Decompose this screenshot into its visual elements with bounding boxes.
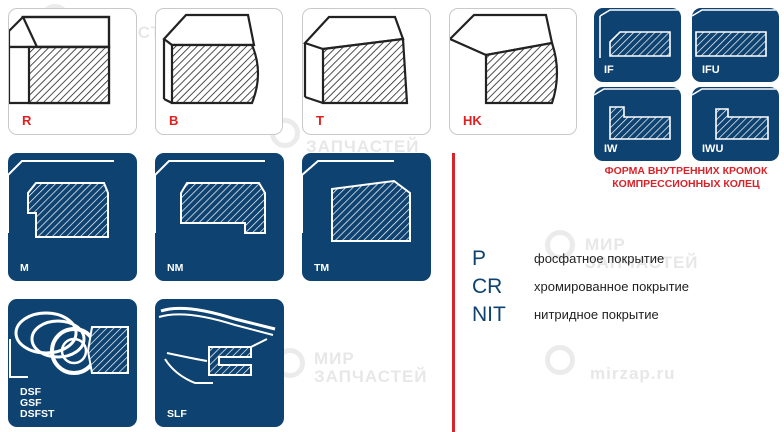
coating-code: CR xyxy=(472,275,503,298)
coating-description: фосфатное покрытие xyxy=(534,251,665,266)
section-divider xyxy=(452,153,455,432)
inner-edge-caption: ФОРМА ВНУТРЕННИХ КРОМОК КОМПРЕССИОННЫХ К… xyxy=(604,165,768,190)
coating-code: NIT xyxy=(472,303,506,326)
watermark-site: mirzap.ru xyxy=(590,364,676,383)
inner-edge-iwu-diagram xyxy=(692,88,778,140)
inner-edge-iw-card: IW xyxy=(594,87,681,161)
inner-edge-if-diagram xyxy=(599,9,680,58)
profile-m-diagram xyxy=(8,160,114,238)
coating-code: P xyxy=(472,247,487,270)
coating-description: нитридное покрытие xyxy=(534,307,659,322)
watermark-logo-icon xyxy=(545,230,575,260)
profile-r-label: R xyxy=(22,113,32,129)
profile-dsf-diagram xyxy=(9,311,129,378)
profile-hk-diagram xyxy=(450,13,559,105)
inner-edge-ifu-card: IFU xyxy=(692,8,779,82)
inner-edge-if-card: IF xyxy=(594,8,681,82)
profile-dsf-card: DSF GSF DSFST xyxy=(8,299,137,427)
profile-slf-diagram xyxy=(158,306,276,384)
profile-t-card: T xyxy=(302,8,431,135)
profile-dsf-label: DSF GSF DSFST xyxy=(20,385,55,420)
profile-hk-label: HK xyxy=(463,113,482,129)
inner-edge-ifu-label: IFU xyxy=(702,64,720,77)
profile-t-label: T xyxy=(316,113,324,129)
coating-description: хромированное покрытие xyxy=(534,279,690,294)
profile-b-diagram xyxy=(162,13,260,105)
profile-t-diagram xyxy=(303,15,409,105)
profile-tm-card: TM xyxy=(302,153,431,281)
profile-nm-label: NM xyxy=(167,261,184,274)
inner-edge-ifu-diagram xyxy=(692,9,778,57)
profile-slf-label: SLF xyxy=(167,407,187,420)
profile-b-card: B xyxy=(155,8,283,135)
watermark-logo-icon xyxy=(545,345,575,375)
profile-nm-card: NM xyxy=(155,153,284,281)
inner-edge-iw-diagram xyxy=(594,88,680,140)
profile-m-card: M xyxy=(8,153,137,281)
profile-b-label: B xyxy=(169,113,179,129)
inner-edge-if-label: IF xyxy=(604,64,614,77)
profile-m-label: M xyxy=(20,261,29,274)
inner-edge-iwu-card: IWU xyxy=(692,87,779,161)
profile-r-diagram xyxy=(9,15,111,105)
profile-slf-card: SLF xyxy=(155,299,284,427)
profile-nm-diagram xyxy=(155,160,266,234)
profile-hk-card: HK xyxy=(449,8,577,135)
inner-edge-iwu-label: IWU xyxy=(702,143,724,156)
profile-tm-diagram xyxy=(302,160,411,242)
inner-edge-iw-label: IW xyxy=(604,143,618,156)
profile-r-card: R xyxy=(8,8,137,135)
profile-tm-label: TM xyxy=(314,261,330,274)
